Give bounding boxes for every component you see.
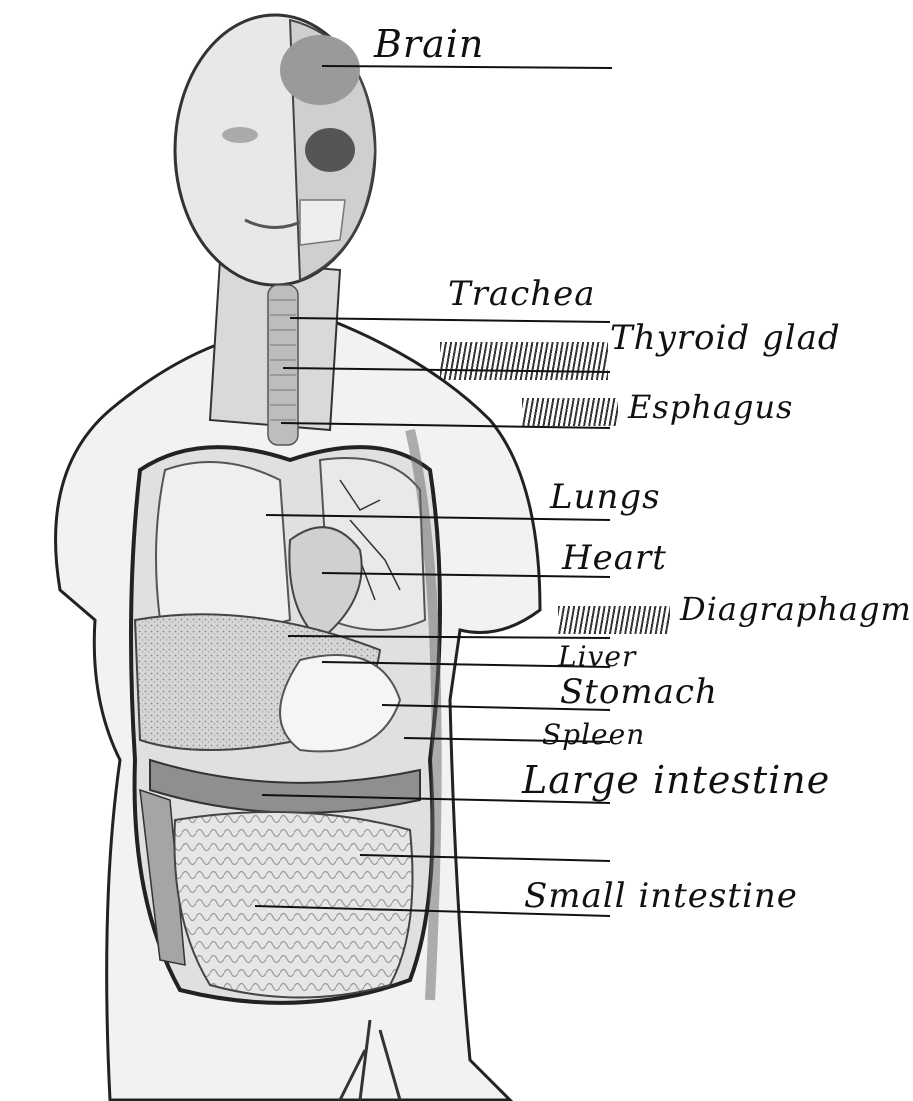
- label-small-intestine: Small intestine: [524, 876, 798, 916]
- label-stomach: Stomach: [560, 672, 718, 712]
- left-lung-shape: [156, 462, 290, 630]
- label-esophagus: Esphagus: [628, 388, 793, 426]
- label-brain: Brain: [374, 22, 484, 66]
- label-spleen: Spleen: [542, 718, 645, 751]
- label-heart: Heart: [562, 538, 667, 578]
- label-lungs: Lungs: [550, 477, 661, 517]
- label-trachea: Trachea: [448, 274, 596, 314]
- label-diaphragm: Diagraphagm: [680, 590, 912, 628]
- brain-region: [280, 35, 360, 105]
- label-large-intestine: Large intestine: [522, 758, 830, 802]
- crossed-out-text: [440, 342, 608, 380]
- eye-left: [222, 127, 258, 143]
- crossed-out-text: [558, 606, 670, 634]
- small-intestine-shape: [174, 812, 412, 998]
- teeth: [300, 200, 345, 245]
- crossed-out-text: [522, 398, 618, 426]
- eye-socket: [305, 128, 355, 172]
- trachea-shape: [268, 285, 298, 445]
- label-thyroid-gland: Thyroid glad: [610, 318, 841, 358]
- label-liver: Liver: [558, 640, 636, 673]
